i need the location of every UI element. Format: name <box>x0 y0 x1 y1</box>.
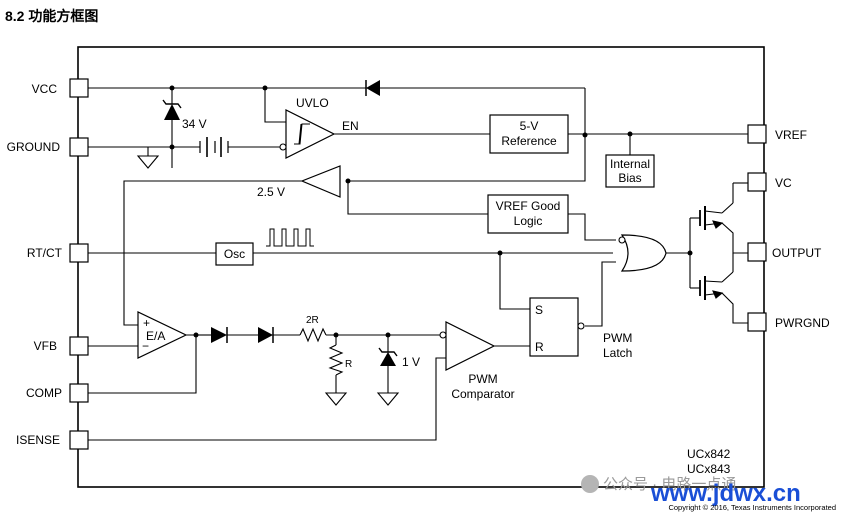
svg-text:www.jdwx.cn: www.jdwx.cn <box>650 480 801 507</box>
junction-dots <box>169 85 693 338</box>
pwm-latch: S R PWM Latch <box>529 297 632 360</box>
svg-text:GROUND: GROUND <box>7 140 61 154</box>
internal-bias-block: Internal Bias <box>605 154 655 188</box>
svg-text:UCx843: UCx843 <box>687 462 731 476</box>
svg-text:VREF Good: VREF Good <box>496 199 561 213</box>
svg-text:UCx842: UCx842 <box>687 447 731 461</box>
oscillator-block: Osc <box>215 242 254 266</box>
svg-text:Latch: Latch <box>603 346 632 360</box>
nor-gate <box>618 234 667 272</box>
vcc-diode-symbol <box>365 80 380 96</box>
svg-text:Comparator: Comparator <box>451 387 514 401</box>
pin-rtct: RT/CT <box>27 243 89 263</box>
battery-symbol <box>199 137 229 157</box>
pin-vcc: VCC <box>32 78 89 98</box>
wiring <box>88 87 748 441</box>
ground-symbol <box>136 155 160 169</box>
resistor-r: R <box>328 344 352 376</box>
pin-isense: ISENSE <box>16 430 89 450</box>
svg-text:2R: 2R <box>306 315 319 326</box>
svg-text:5-V: 5-V <box>520 119 539 133</box>
pin-ground: GROUND <box>7 137 89 157</box>
svg-text:EN: EN <box>342 119 359 133</box>
svg-text:R: R <box>345 359 352 370</box>
svg-text:−: − <box>142 339 149 353</box>
svg-text:Bias: Bias <box>618 171 641 185</box>
svg-text:+: + <box>143 316 150 330</box>
svg-text:E/A: E/A <box>146 329 165 343</box>
svg-text:OUTPUT: OUTPUT <box>772 246 822 260</box>
svg-text:2.5 V: 2.5 V <box>257 185 285 199</box>
svg-text:ISENSE: ISENSE <box>16 433 60 447</box>
reference-2v5-buffer: 2.5 V <box>257 165 341 199</box>
zener-1v-symbol: 1 V <box>378 347 420 369</box>
diagram-title: 8.2 功能方框图 <box>5 8 98 24</box>
five-volt-reference-block: 5-V Reference <box>489 114 569 154</box>
svg-text:PWM: PWM <box>468 372 497 386</box>
part-number-label: UCx842 UCx843 <box>687 447 731 476</box>
error-amplifier: + − E/A <box>137 311 188 359</box>
svg-text:VCC: VCC <box>32 82 58 96</box>
svg-text:Reference: Reference <box>501 134 557 148</box>
pin-vc: VC <box>747 172 792 192</box>
pin-output: OUTPUT <box>747 242 822 262</box>
uvlo-comparator: UVLO EN <box>279 96 359 159</box>
series-diodes <box>211 327 274 343</box>
svg-text:Logic: Logic <box>514 214 543 228</box>
svg-text:PWM: PWM <box>603 331 632 345</box>
svg-text:VC: VC <box>775 176 792 190</box>
svg-text:34 V: 34 V <box>182 117 207 131</box>
resistor-2r: 2R <box>299 315 327 343</box>
ground-symbols-bottom <box>324 392 400 406</box>
svg-text:UVLO: UVLO <box>296 96 329 110</box>
svg-text:RT/CT: RT/CT <box>27 246 63 260</box>
chip-outline <box>77 46 765 488</box>
pin-comp: COMP <box>26 383 89 403</box>
svg-text:PWRGND: PWRGND <box>775 316 830 330</box>
svg-text:Internal: Internal <box>610 157 650 171</box>
copyright-text: Copyright © 2016, Texas Instruments Inco… <box>668 503 836 512</box>
pin-vfb: VFB <box>34 336 89 356</box>
output-transistors <box>699 206 724 300</box>
watermark: 公众号 · 电路一点通 www.jdwx.cn <box>581 475 801 507</box>
svg-text:VREF: VREF <box>775 128 807 142</box>
vref-good-logic-block: VREF Good Logic <box>487 194 569 234</box>
svg-text:R: R <box>535 340 544 354</box>
svg-text:公众号 · 电路一点通: 公众号 · 电路一点通 <box>603 476 736 493</box>
zener-34v-symbol: 34 V <box>162 99 207 131</box>
svg-text:COMP: COMP <box>26 386 62 400</box>
svg-text:Osc: Osc <box>224 247 245 261</box>
pin-pwrgnd: PWRGND <box>747 312 830 332</box>
svg-text:VFB: VFB <box>34 339 57 353</box>
svg-text:S: S <box>535 303 543 317</box>
pwm-comparator: PWM Comparator <box>439 321 515 401</box>
clock-pulse-waveform <box>266 228 314 247</box>
pin-vref: VREF <box>747 124 807 144</box>
svg-text:1 V: 1 V <box>402 355 420 369</box>
